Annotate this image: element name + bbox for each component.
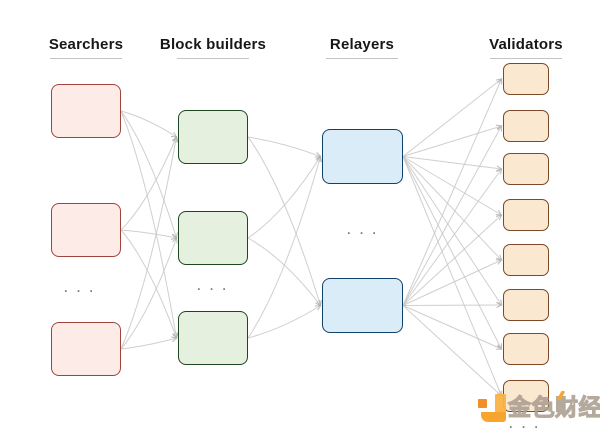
edge-relayers-to-validators — [402, 124, 503, 157]
logo-dot — [478, 399, 487, 408]
edge-relayers-to-validators — [402, 214, 503, 306]
validators-box-7 — [503, 333, 549, 365]
column-header-validators: Validators — [436, 36, 600, 53]
column-header-searchers: Searchers — [0, 36, 176, 53]
column-underline — [50, 58, 122, 59]
edge-relayers-to-validators — [402, 259, 503, 306]
searchers-box-3 — [51, 322, 121, 376]
edge-searchers-to-builders — [120, 336, 178, 350]
edge-relayers-to-validators — [402, 156, 503, 216]
builders-box-1 — [178, 110, 248, 164]
validators-box-4 — [503, 199, 549, 231]
edge-builders-to-relayers — [247, 155, 323, 339]
relayers-ellipsis: . . . — [347, 223, 379, 237]
edge-relayers-to-validators — [402, 305, 503, 397]
logo-bar — [495, 394, 506, 415]
edge-searchers-to-builders — [120, 135, 179, 350]
column-label: Block builders — [159, 36, 267, 53]
edge-relayers-to-validators — [402, 78, 503, 157]
edge-searchers-to-builders — [120, 229, 178, 240]
relayers-box-2 — [322, 278, 403, 333]
validators-box-3 — [503, 153, 549, 185]
builders-box-2 — [178, 211, 248, 265]
validators-box-6 — [503, 289, 549, 321]
edge-relayers-to-validators — [402, 156, 503, 398]
edge-searchers-to-builders — [120, 236, 178, 350]
relayers-box-1 — [322, 129, 403, 184]
column-header-builders: Block builders — [123, 36, 303, 53]
edge-relayers-to-validators — [402, 156, 503, 261]
validators-box-8 — [503, 380, 549, 412]
edge-searchers-to-builders — [120, 229, 178, 340]
edge-searchers-to-builders — [120, 110, 178, 138]
edge-relayers-to-validators — [402, 156, 503, 350]
validators-box-2 — [503, 110, 549, 142]
validators-ellipsis: . . . — [509, 417, 541, 431]
column-underline — [490, 58, 562, 59]
edge-builders-to-relayers — [247, 304, 322, 339]
column-label: Validators — [489, 36, 563, 53]
edge-searchers-to-builders — [120, 110, 179, 340]
logo-bar-bottom — [481, 412, 506, 422]
edge-builders-to-relayers — [247, 155, 322, 239]
builders-box-3 — [178, 311, 248, 365]
jinse-finance-watermark: 金色财经 — [477, 390, 600, 427]
column-underline — [326, 58, 398, 59]
edge-searchers-to-builders — [120, 110, 178, 240]
jinse-logo-icon — [477, 393, 507, 423]
column-header-relayers: Relayers — [272, 36, 452, 53]
column-label: Searchers — [48, 36, 124, 53]
edge-relayers-to-validators — [402, 125, 503, 306]
edge-relayers-to-validators — [402, 168, 503, 306]
edge-builders-to-relayers — [247, 136, 322, 307]
edge-relayers-to-validators — [402, 77, 503, 306]
column-underline — [177, 58, 249, 59]
edge-builders-to-relayers — [247, 136, 322, 158]
column-label: Relayers — [329, 36, 395, 53]
edge-relayers-to-validators — [402, 305, 503, 350]
searchers-box-1 — [51, 84, 121, 138]
edge-searchers-to-builders — [120, 135, 178, 231]
edge-relayers-to-validators — [402, 156, 503, 172]
searchers-box-2 — [51, 203, 121, 257]
edge-relayers-to-validators — [402, 156, 503, 306]
searchers-ellipsis: . . . — [64, 281, 96, 295]
builders-ellipsis: . . . — [197, 279, 229, 293]
validators-box-5 — [503, 244, 549, 276]
validators-box-1 — [503, 63, 549, 95]
edge-relayers-to-validators — [402, 302, 503, 308]
watermark-text: 金色财经 — [507, 393, 600, 420]
